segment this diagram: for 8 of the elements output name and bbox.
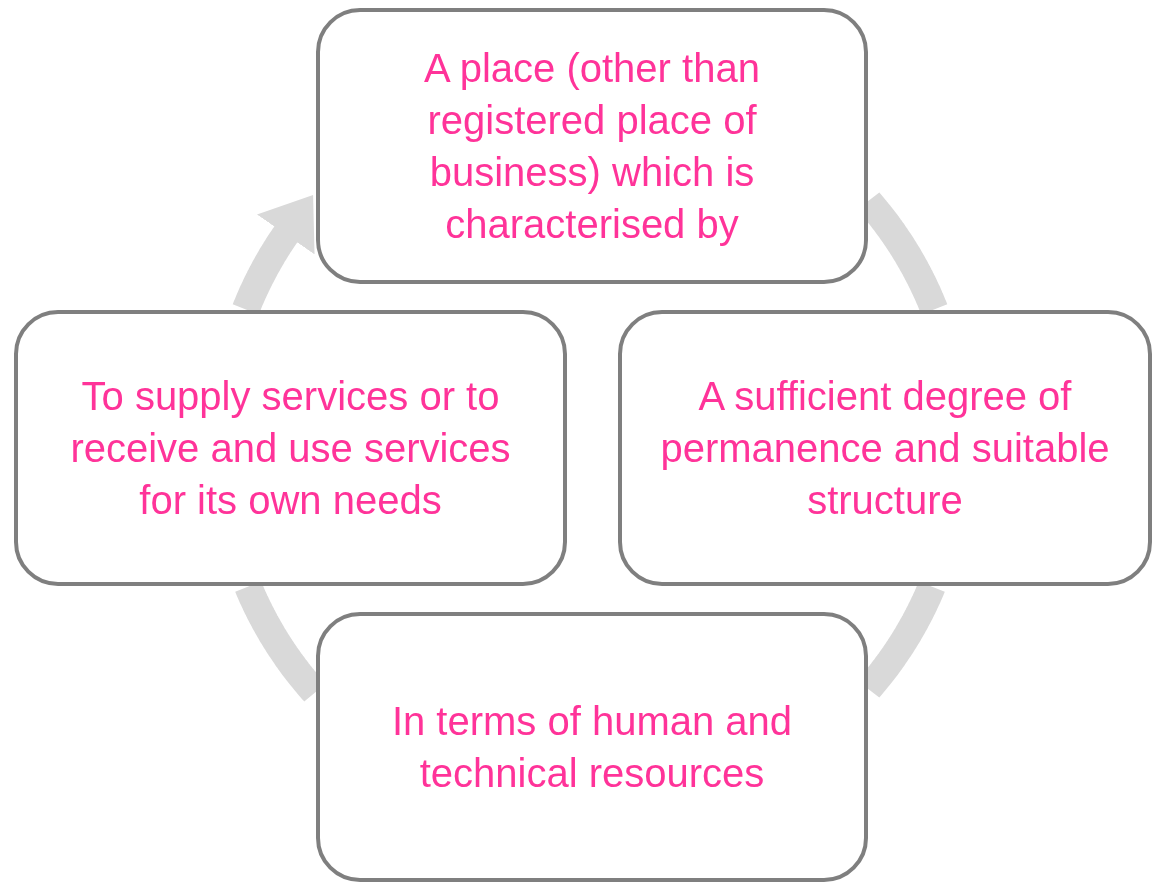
rounded-box (316, 612, 868, 882)
box-text: To supply services or to receive and use services for its own needs (69, 373, 512, 524)
box-text: In terms of human and technical resources (390, 698, 794, 797)
box-text: A place (other than registered place of business) which is characterised by (423, 45, 761, 248)
rounded-box (14, 310, 567, 586)
rounded-box (316, 8, 868, 284)
rounded-box (618, 310, 1152, 586)
box-text: A sufficient degree of permanence and suitable structure (659, 373, 1111, 524)
